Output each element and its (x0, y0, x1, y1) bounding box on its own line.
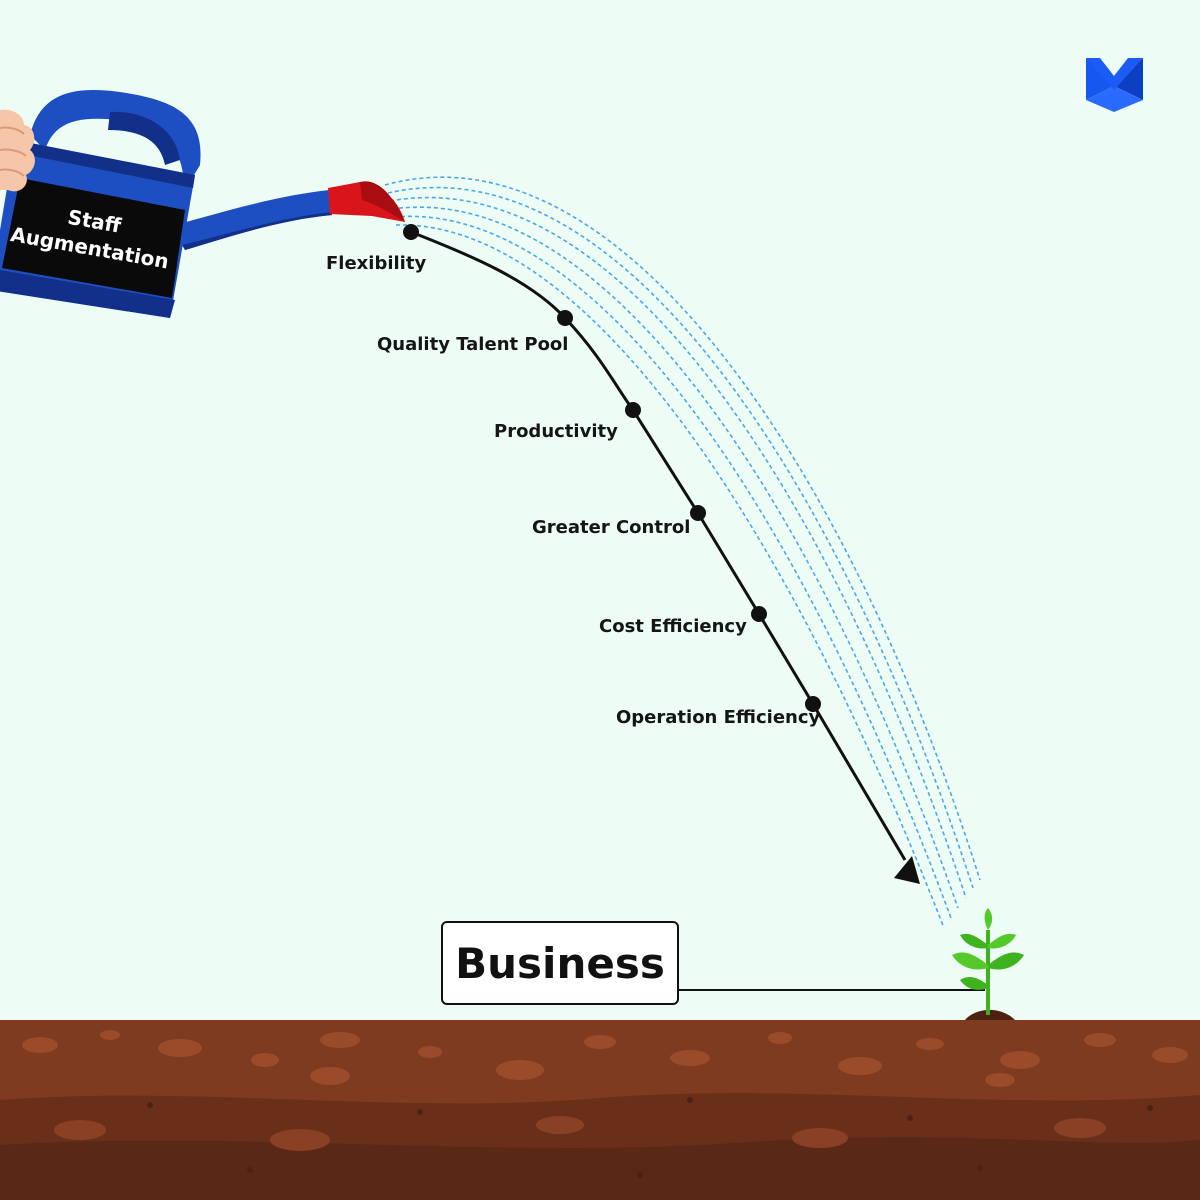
step-label-flexibility: Flexibility (326, 253, 427, 274)
step-marker-productivity (625, 402, 641, 418)
step-label-cost-efficiency: Cost Efficiency (599, 616, 747, 637)
m-logo-icon (1086, 58, 1143, 112)
step-markers (403, 224, 821, 712)
business-box: Business (441, 921, 679, 1005)
water-spray (384, 176, 981, 929)
step-label-operation-efficiency: Operation Efficiency (616, 707, 821, 728)
step-marker-cost-efficiency (751, 606, 767, 622)
step-marker-operation-efficiency (805, 696, 821, 712)
watering-can-icon (0, 89, 405, 318)
business-label: Business (455, 938, 665, 988)
flow-path (410, 230, 920, 884)
arrow-head (894, 856, 920, 884)
step-label-greater-control: Greater Control (532, 517, 691, 538)
step-label-productivity: Productivity (494, 421, 618, 442)
step-marker-greater-control (690, 505, 706, 521)
step-label-quality-talent-pool: Quality Talent Pool (377, 334, 569, 355)
soil (0, 1020, 1200, 1200)
step-marker-quality-talent-pool (557, 310, 573, 326)
hand-icon (0, 109, 35, 192)
sprout-icon (952, 908, 1024, 1020)
step-marker-flexibility (403, 224, 419, 240)
